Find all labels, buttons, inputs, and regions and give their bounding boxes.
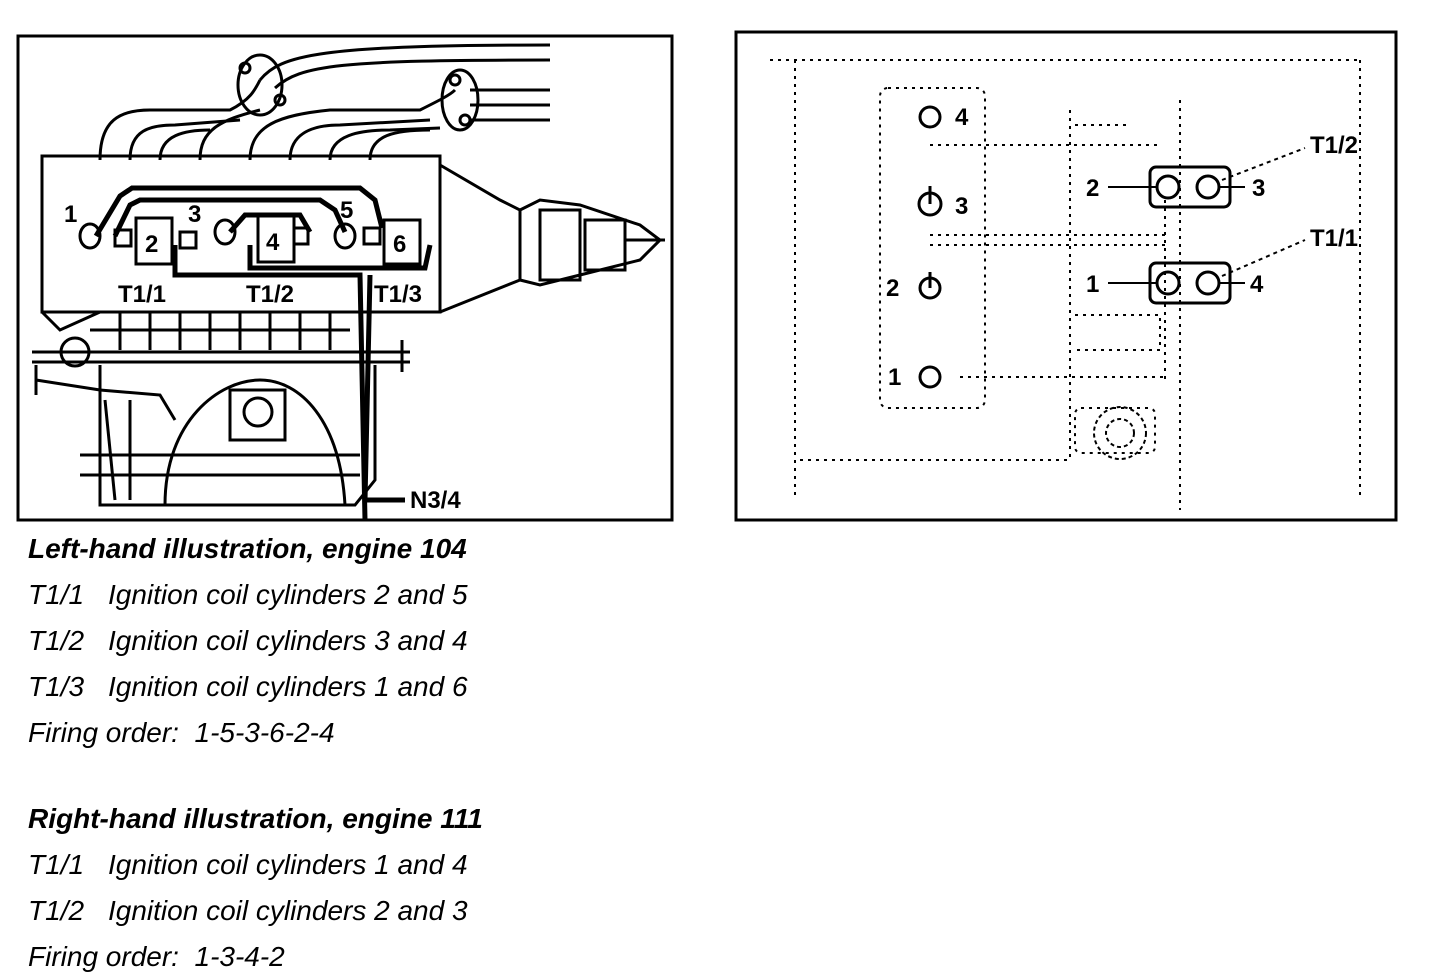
t1-1-terminal-4: 4 [1250, 271, 1264, 298]
t1-2-terminal-2: 2 [1086, 175, 1099, 202]
caption-item: T1/1 Ignition coil cylinders 1 and 4 [28, 842, 483, 888]
right-figure-frame [734, 30, 1398, 522]
caption-heading: Left-hand illustration, engine 104 [28, 533, 467, 564]
gearbox-flange [538, 208, 582, 282]
coil-description: Ignition coil cylinders 3 and 4 [108, 625, 468, 656]
cylinder-label-1: 1 [64, 201, 77, 228]
sensor-label-n3-4: N3/4 [410, 487, 461, 514]
coil-description: Ignition coil cylinders 1 and 4 [108, 849, 468, 880]
coil-label-t1-2: T1/2 [246, 281, 294, 308]
cylinder-label-2: 2 [886, 275, 899, 302]
engine-block [32, 310, 410, 507]
coil-label-t1-3: T1/3 [374, 281, 422, 308]
coil-label-t1-1: T1/1 [118, 281, 166, 308]
coil-label-t1-1: T1/1 [1310, 225, 1358, 252]
coil-number-6: 6 [393, 231, 406, 258]
cylinder-label-4: 4 [955, 104, 969, 131]
cylinder-label-5: 5 [340, 197, 353, 224]
manifold-flange-1 [236, 53, 284, 117]
coil-code: T1/2 [28, 895, 85, 926]
caption-heading: Right-hand illustration, engine 111 [28, 803, 483, 834]
caption-item: T1/2 Ignition coil cylinders 2 and 3 [28, 888, 483, 934]
engine-104-diagram: 1 3 5 2 4 6 T1/1 T1/2 T1/3 N3/4 [16, 34, 674, 522]
pulley [59, 336, 91, 368]
coil-description: Ignition coil cylinders 2 and 3 [108, 895, 468, 926]
coil-label-t1-2: T1/2 [1310, 132, 1358, 159]
coil-t1-1 [1148, 261, 1232, 305]
t1-2-terminal-3: 3 [1252, 175, 1265, 202]
manifold-flange-2 [440, 68, 480, 132]
coil-number-4: 4 [266, 229, 280, 256]
coil-description: Ignition coil cylinders 2 and 5 [108, 579, 468, 610]
coil-code: T1/3 [28, 671, 85, 702]
crank-pulley [1093, 406, 1147, 460]
coil-code: T1/2 [28, 625, 85, 656]
coil-boxes [134, 214, 422, 266]
engine-outline-dotted [770, 59, 1361, 510]
cylinder-label-3: 3 [188, 201, 201, 228]
firing-order: Firing order: 1-5-3-6-2-4 [28, 717, 335, 748]
coil-description: Ignition coil cylinders 1 and 6 [108, 671, 468, 702]
cylinder-label-3: 3 [955, 193, 968, 220]
left-figure-frame [16, 34, 674, 522]
coil-code: T1/1 [28, 849, 85, 880]
caption-item: T1/3 Ignition coil cylinders 1 and 6 [28, 664, 468, 710]
cylinder-label-1: 1 [888, 364, 901, 391]
firing-order: Firing order: 1-3-4-2 [28, 941, 285, 972]
t1-1-terminal-1: 1 [1086, 271, 1099, 298]
cylinder-plug-symbols [917, 105, 943, 389]
coil-number-2: 2 [145, 231, 158, 258]
caption-engine-111: Right-hand illustration, engine 111 T1/1… [28, 796, 483, 980]
coil-code: T1/1 [28, 579, 85, 610]
caption-item: T1/2 Ignition coil cylinders 3 and 4 [28, 618, 468, 664]
spark-plug-connectors [78, 218, 382, 250]
coil-leader-lines [1108, 147, 1306, 284]
ignition-wiring [93, 185, 433, 521]
coil-t1-2 [1148, 165, 1232, 209]
caption-item: T1/1 Ignition coil cylinders 2 and 5 [28, 572, 468, 618]
exhaust-manifold [98, 43, 551, 161]
